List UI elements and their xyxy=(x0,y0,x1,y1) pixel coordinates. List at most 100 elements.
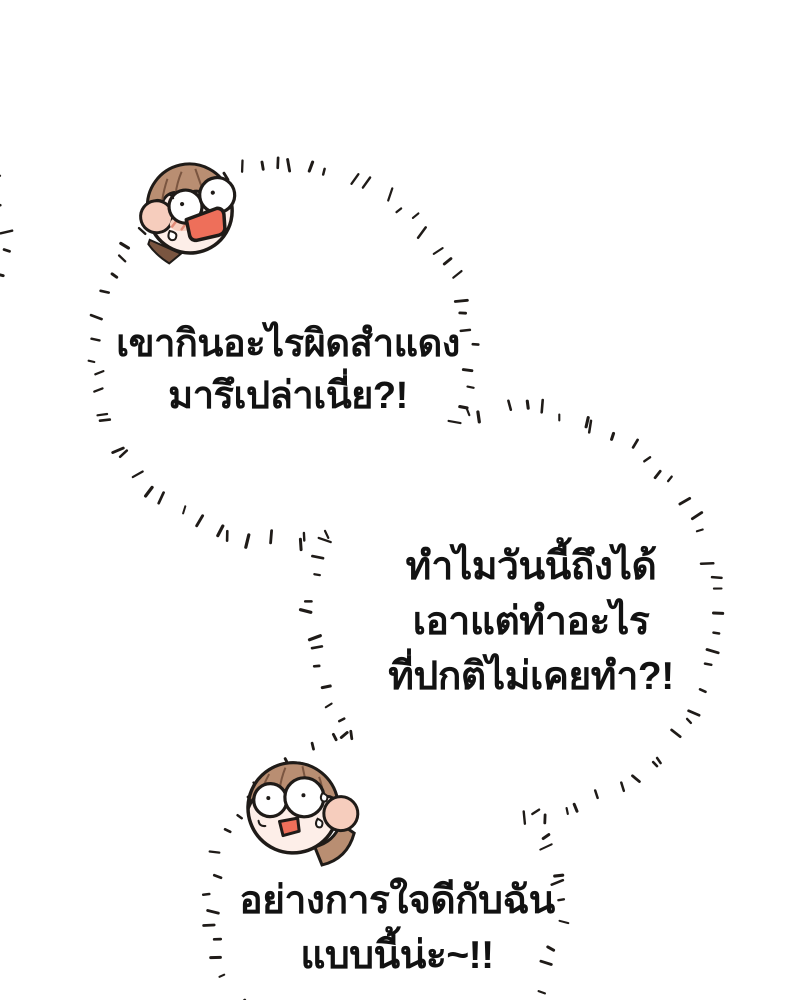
bubble-tick xyxy=(558,919,570,925)
bubble-tick xyxy=(540,398,545,414)
bubble-tick xyxy=(321,167,326,176)
bubble-tick xyxy=(331,732,338,742)
bubble-tick xyxy=(236,813,243,820)
bubble-tick xyxy=(298,608,313,614)
bubble-tick xyxy=(525,399,530,410)
bubble-tick xyxy=(111,446,125,455)
bubble-tick xyxy=(157,491,165,505)
bubble-tick xyxy=(244,533,251,549)
bubble-tick xyxy=(572,802,579,813)
bubble-tick xyxy=(610,431,616,441)
ear xyxy=(322,795,360,833)
bubble-tick xyxy=(703,662,713,667)
bubble-tick xyxy=(310,741,315,751)
bubble-tick xyxy=(337,717,346,723)
bubble-tick xyxy=(0,229,14,235)
bubble-tick xyxy=(584,416,590,429)
speech-line: ทำไมวันนี้ถึงได้ xyxy=(405,545,657,588)
bubble-tick xyxy=(206,909,220,915)
bubble-tick xyxy=(99,289,110,294)
bubble-tick xyxy=(678,496,692,506)
bubble-tick xyxy=(695,528,704,533)
bubble-tick xyxy=(286,158,292,173)
bubble-tick xyxy=(350,173,360,185)
right-eye xyxy=(283,776,326,819)
bubble-tick xyxy=(395,207,403,214)
bubble-tick xyxy=(655,756,662,765)
bubble-tick xyxy=(89,313,103,321)
bubble-tick xyxy=(411,212,420,219)
speech-line: อย่างการใจดีกับฉัน xyxy=(239,879,555,922)
bubble-tick xyxy=(687,709,701,717)
bubble-tick xyxy=(507,399,513,412)
bubble-tick xyxy=(685,717,693,725)
bubble-tick xyxy=(712,631,721,635)
bubble-tick xyxy=(202,923,216,927)
bubble-tick xyxy=(465,406,471,417)
bubble-tick xyxy=(452,270,463,279)
bubble-tick xyxy=(0,273,5,278)
right-pupil xyxy=(210,190,215,195)
speech-line: แบบนี้น่ะ~!! xyxy=(300,934,494,977)
bubble-tick xyxy=(311,554,325,560)
sweat-line xyxy=(164,193,175,200)
side-hair-lock xyxy=(312,821,356,867)
bubble-tick xyxy=(531,808,541,816)
bubble-tick xyxy=(476,410,481,424)
bubble-tick xyxy=(710,575,723,580)
bubble-tick xyxy=(565,806,569,816)
bubble-tick xyxy=(208,850,221,854)
shoulder-hair-lock xyxy=(147,238,183,265)
bubble-tick xyxy=(110,272,119,279)
bubble-tick xyxy=(705,648,720,655)
bubble-tick xyxy=(339,731,349,739)
bubble-tick xyxy=(553,873,565,878)
bubble-tick xyxy=(631,438,639,449)
bubble-tick xyxy=(90,337,101,342)
speech-line: เอาแต่ทำอะไร xyxy=(412,600,650,643)
speech-bubble-3-text: อย่างการใจดีกับฉัน แบบนี้น่ะ~!! xyxy=(197,873,597,983)
mouth xyxy=(184,206,227,243)
bubble-tick xyxy=(643,456,652,463)
bubble-tick xyxy=(118,449,129,459)
bubble-tick xyxy=(94,370,105,376)
bubble-tick xyxy=(557,898,566,902)
sweat-drop xyxy=(167,229,178,242)
bubble-tick xyxy=(144,485,154,498)
bubble-tick xyxy=(117,254,127,263)
bubble-tick xyxy=(310,645,324,650)
bubble-tick xyxy=(320,684,332,690)
character-1-face xyxy=(139,162,237,265)
character-2-face xyxy=(246,761,360,867)
right-pupil xyxy=(301,793,306,798)
bubble-tick xyxy=(93,387,104,393)
bubble-tick xyxy=(137,226,147,236)
bubble-tick xyxy=(223,827,232,834)
speech-line: ที่ปกติไม่เคยทำ?! xyxy=(388,655,674,698)
bubble-tick xyxy=(260,160,265,171)
sweat-drop xyxy=(314,817,324,829)
left-eye xyxy=(252,782,289,819)
bubble-tick xyxy=(442,257,453,266)
bubble-tick xyxy=(539,843,553,851)
bubble-tick xyxy=(323,529,330,540)
bubble-tick xyxy=(698,688,707,694)
bubble-tick xyxy=(201,892,211,896)
bubble-tick xyxy=(550,878,565,886)
bubble-tick xyxy=(324,702,333,709)
bubble-tick xyxy=(459,328,472,333)
bubble-tick xyxy=(653,469,662,480)
bubble-tick xyxy=(222,171,230,182)
bubble-tick xyxy=(313,573,321,577)
bubble-tick xyxy=(119,241,130,250)
hair-strand xyxy=(161,178,169,200)
speech-line: มารึเปล่าเนี่ย?! xyxy=(168,375,408,417)
bubble-tick xyxy=(666,475,673,483)
bubble-tick xyxy=(218,973,226,978)
bubble-tick xyxy=(466,385,475,389)
bubble-tick xyxy=(593,789,599,800)
bubble-tick xyxy=(212,873,223,880)
bubble-tick xyxy=(307,634,322,642)
